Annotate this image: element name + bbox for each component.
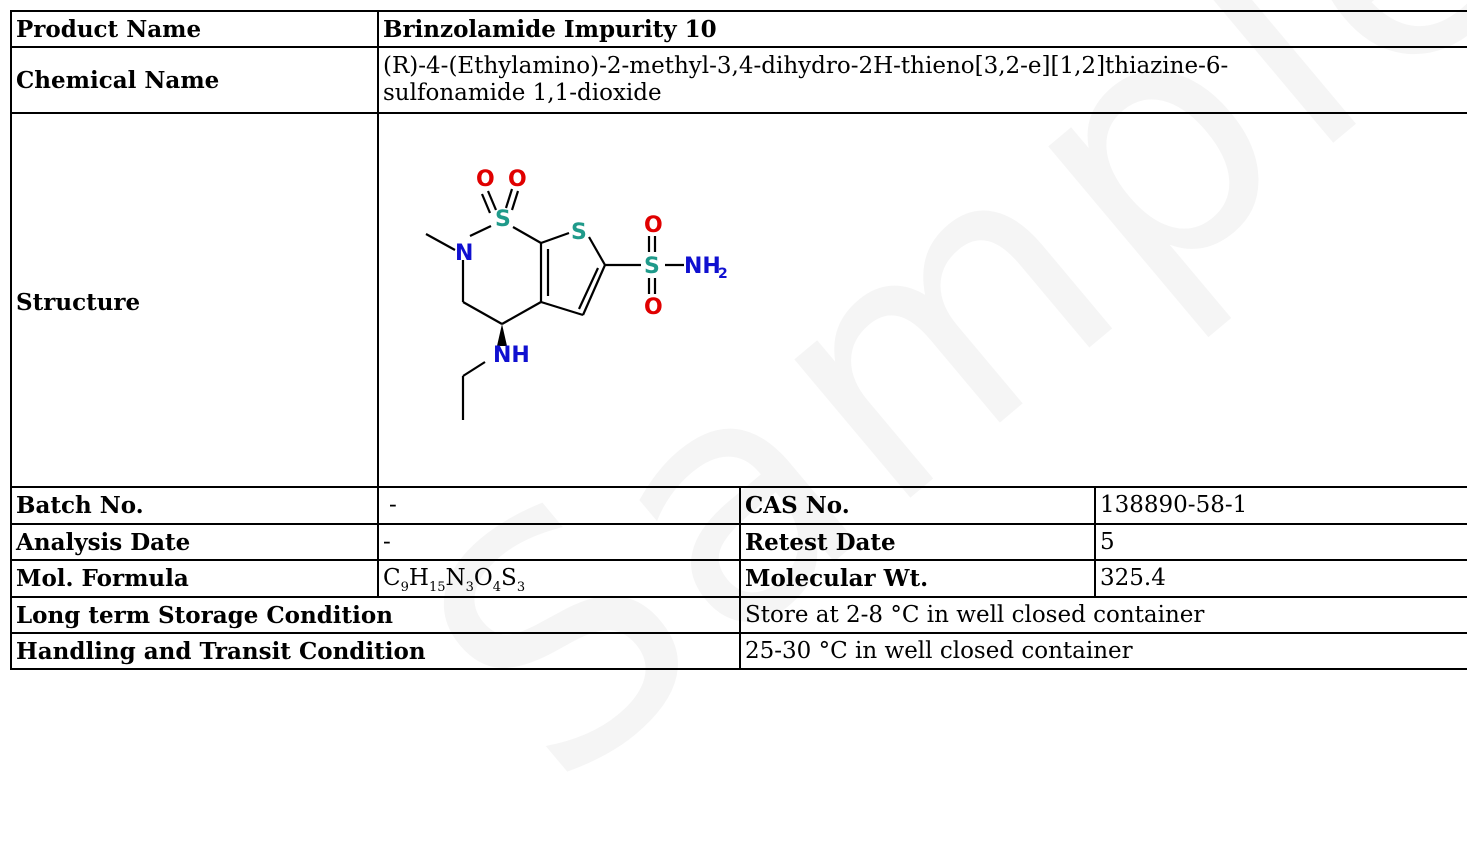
formula-element: O [473, 565, 493, 591]
formula-element: C [383, 565, 401, 591]
row-formula: Mol. Formula C9H15N3O4S3 Molecular Wt. 3… [10, 559, 1467, 598]
product-name-value: Brinzolamide Impurity 10 [376, 10, 1467, 48]
row-storage: Long term Storage Condition Store at 2-8… [10, 596, 1467, 634]
sulfur-atom-label: S [495, 207, 511, 232]
analysis-date-label: Analysis Date [10, 523, 379, 561]
mol-formula-label: Mol. Formula [10, 559, 379, 598]
retest-date-value: 5 [1093, 523, 1467, 561]
formula-element: S [501, 565, 517, 591]
molecular-wt-value: 325.4 [1093, 559, 1467, 598]
nitrogen-atom-label: N [455, 241, 473, 266]
formula-subscript: 3 [465, 580, 474, 595]
chemical-name-label: Chemical Name [10, 46, 379, 114]
formula-subscript: 15 [428, 580, 446, 595]
chemical-structure-image: O O S N S O S O NH NH 2 [425, 167, 728, 420]
cas-no-label: CAS No. [739, 486, 1096, 525]
amine-label: NH [684, 254, 721, 279]
oxygen-atom-label: O [644, 213, 663, 238]
batch-no-value: - [377, 486, 741, 525]
formula-element: H [408, 565, 429, 591]
structure-cell: O O S N S O S O NH NH 2 [376, 112, 1467, 488]
cas-no-value: 138890-58-1 [1093, 486, 1467, 525]
row-batch: Batch No. - CAS No. 138890-58-1 [10, 486, 1467, 525]
formula-subscript: 9 [400, 580, 409, 595]
retest-date-label: Retest Date [739, 523, 1096, 561]
row-handling: Handling and Transit Condition 25-30 °C … [10, 632, 1467, 670]
batch-no-label: Batch No. [10, 486, 379, 525]
formula-subscript: 4 [492, 580, 502, 595]
oxygen-atom-label: O [644, 295, 663, 320]
sulfur-atom-label: S [644, 254, 660, 279]
storage-label: Long term Storage Condition [10, 596, 741, 634]
oxygen-atom-label: O [476, 167, 495, 192]
storage-value: Store at 2-8 °C in well closed container [738, 596, 1467, 634]
row-analysis: Analysis Date - Retest Date 5 [10, 523, 1467, 561]
ethylamino-nh-label: NH [493, 343, 530, 368]
structure-label: Structure [10, 112, 379, 488]
row-product-name: Product Name Brinzolamide Impurity 10 [10, 10, 1467, 48]
product-name-label: Product Name [10, 10, 379, 48]
analysis-date-value: - [377, 523, 741, 561]
formula-subscript: 3 [516, 580, 526, 595]
oxygen-atom-label: O [508, 167, 527, 192]
chemical-name-value: (R)-4-(Ethylamino)-2-methyl-3,4-dihydro-… [376, 46, 1467, 114]
molecular-wt-label: Molecular Wt. [739, 559, 1096, 598]
amine-subscript: 2 [718, 266, 728, 282]
row-chemical-name: Chemical Name (R)-4-(Ethylamino)-2-methy… [10, 46, 1467, 114]
coa-table: Product Name Brinzolamide Impurity 10 Ch… [10, 10, 1467, 670]
mol-formula-value: C9H15N3O4S3 [377, 559, 741, 598]
row-structure: Structure [10, 112, 1467, 488]
formula-element: N [445, 565, 466, 591]
handling-label: Handling and Transit Condition [10, 632, 741, 670]
sulfur-atom-label: S [571, 220, 587, 245]
handling-value: 25-30 °C in well closed container [738, 632, 1467, 670]
